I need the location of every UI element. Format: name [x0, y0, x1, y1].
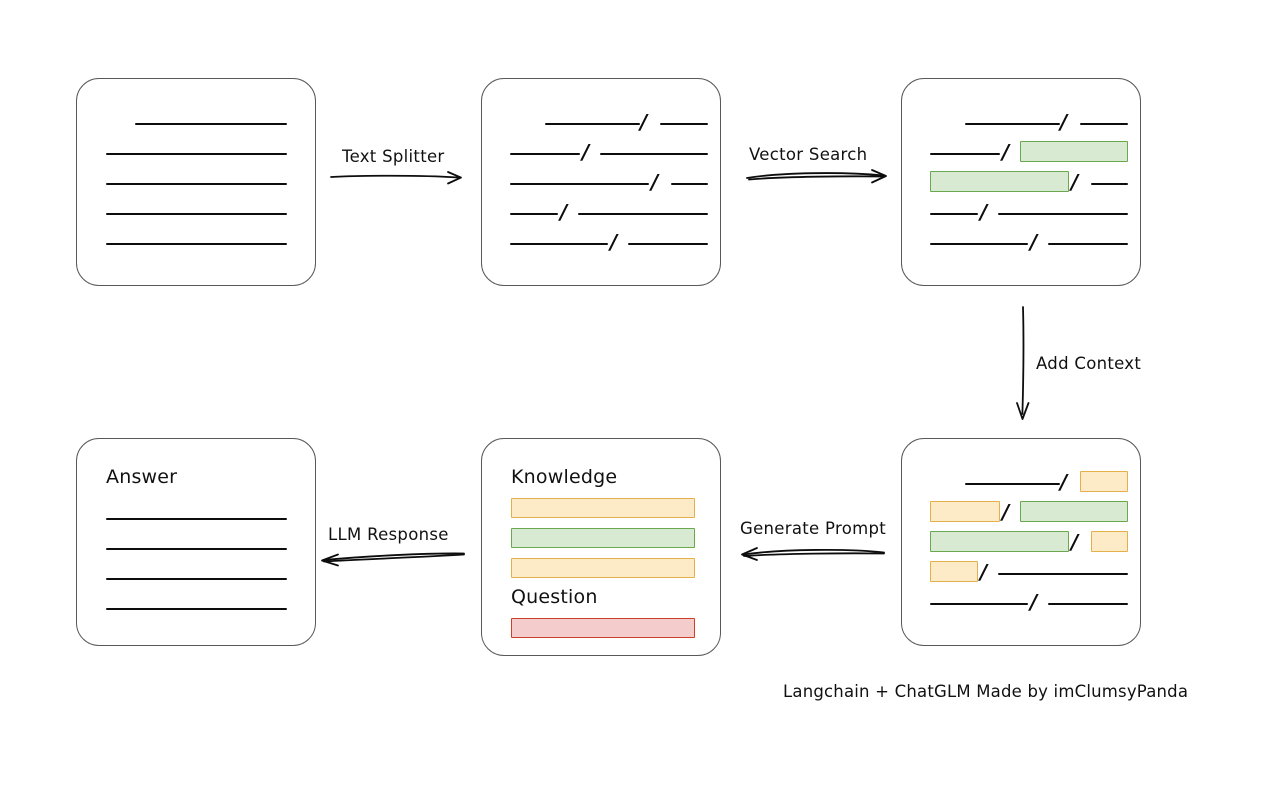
arrow-label-llm-response: LLM Response: [328, 525, 449, 544]
doc-line: [106, 213, 287, 215]
separator-slash: /: [1002, 140, 1010, 164]
chunk-line: [998, 213, 1128, 215]
separator-slash: /: [1071, 530, 1079, 554]
arrow-label-text-splitter: Text Splitter: [342, 147, 445, 166]
separator-slash: /: [651, 170, 659, 194]
chunk-line: [510, 213, 558, 215]
separator-slash: /: [560, 200, 568, 224]
separator-slash: /: [980, 560, 988, 584]
doc-line: [135, 123, 287, 125]
yellow-highlight-bar: [1080, 471, 1128, 492]
arrow-text-splitter: [330, 171, 462, 185]
doc-line: [106, 153, 287, 155]
arrow-label-generate-prompt: Generate Prompt: [740, 519, 886, 538]
doc-line: [106, 183, 287, 185]
yellow-highlight-bar: [511, 498, 695, 518]
arrow-llm-response: [321, 552, 465, 567]
chunk-line: [1080, 123, 1128, 125]
yellow-highlight-bar: [930, 501, 1000, 522]
separator-slash: /: [1060, 470, 1068, 494]
yellow-highlight-bar: [930, 561, 978, 582]
arrow-label-add-context: Add Context: [1036, 354, 1142, 373]
chunk-line: [510, 183, 649, 185]
footer-credit: Langchain + ChatGLM Made by imClumsyPand…: [783, 682, 1189, 701]
chunk-line: [965, 123, 1060, 125]
arrow-vector-search: [746, 169, 887, 184]
chunk-line: [510, 153, 580, 155]
chunk-line: [930, 213, 978, 215]
chunk-line: [660, 123, 708, 125]
answer-line: [106, 518, 287, 520]
doc-line: [106, 243, 287, 245]
green-highlight-bar: [930, 171, 1069, 192]
chunk-line: [930, 243, 1028, 245]
separator-slash: /: [610, 230, 618, 254]
yellow-highlight-bar: [511, 558, 695, 578]
red-highlight-bar: [511, 618, 695, 638]
answer-heading: Answer: [106, 466, 178, 488]
chunk-line: [965, 483, 1060, 485]
chunk-line: [578, 213, 708, 215]
answer-line: [106, 578, 287, 580]
arrow-label-vector-search: Vector Search: [749, 145, 868, 164]
separator-slash: /: [1030, 590, 1038, 614]
prompt-knowledge-heading: Knowledge: [511, 466, 618, 488]
answer-line: [106, 608, 287, 610]
separator-slash: /: [1002, 500, 1010, 524]
chunk-line: [998, 573, 1128, 575]
chunk-line: [671, 183, 708, 185]
chunk-line: [510, 243, 608, 245]
separator-slash: /: [1030, 230, 1038, 254]
chunk-line: [1048, 243, 1128, 245]
context-added-box[interactable]: / / / / /: [901, 438, 1141, 646]
yellow-highlight-bar: [1091, 531, 1128, 552]
answer-box[interactable]: Answer: [76, 438, 316, 646]
green-highlight-bar: [1020, 501, 1128, 522]
split-document-box[interactable]: / / / / /: [481, 78, 721, 286]
chunk-line: [930, 153, 1000, 155]
separator-slash: /: [582, 140, 590, 164]
separator-slash: /: [1060, 110, 1068, 134]
chunk-line: [1091, 183, 1128, 185]
source-document-box[interactable]: [76, 78, 316, 286]
arrow-generate-prompt: [741, 547, 885, 561]
arrow-add-context: [1016, 306, 1030, 420]
green-highlight-bar: [511, 528, 695, 548]
green-highlight-bar: [930, 531, 1069, 552]
separator-slash: /: [640, 110, 648, 134]
chunk-line: [628, 243, 708, 245]
prompt-question-heading: Question: [511, 586, 598, 608]
prompt-box[interactable]: Knowledge Question: [481, 438, 721, 656]
chunk-line: [930, 603, 1028, 605]
separator-slash: /: [980, 200, 988, 224]
vector-search-result-box[interactable]: / / / / /: [901, 78, 1141, 286]
chunk-line: [545, 123, 640, 125]
separator-slash: /: [1071, 170, 1079, 194]
chunk-line: [1048, 603, 1128, 605]
answer-line: [106, 548, 287, 550]
chunk-line: [600, 153, 708, 155]
green-highlight-bar: [1020, 141, 1128, 162]
